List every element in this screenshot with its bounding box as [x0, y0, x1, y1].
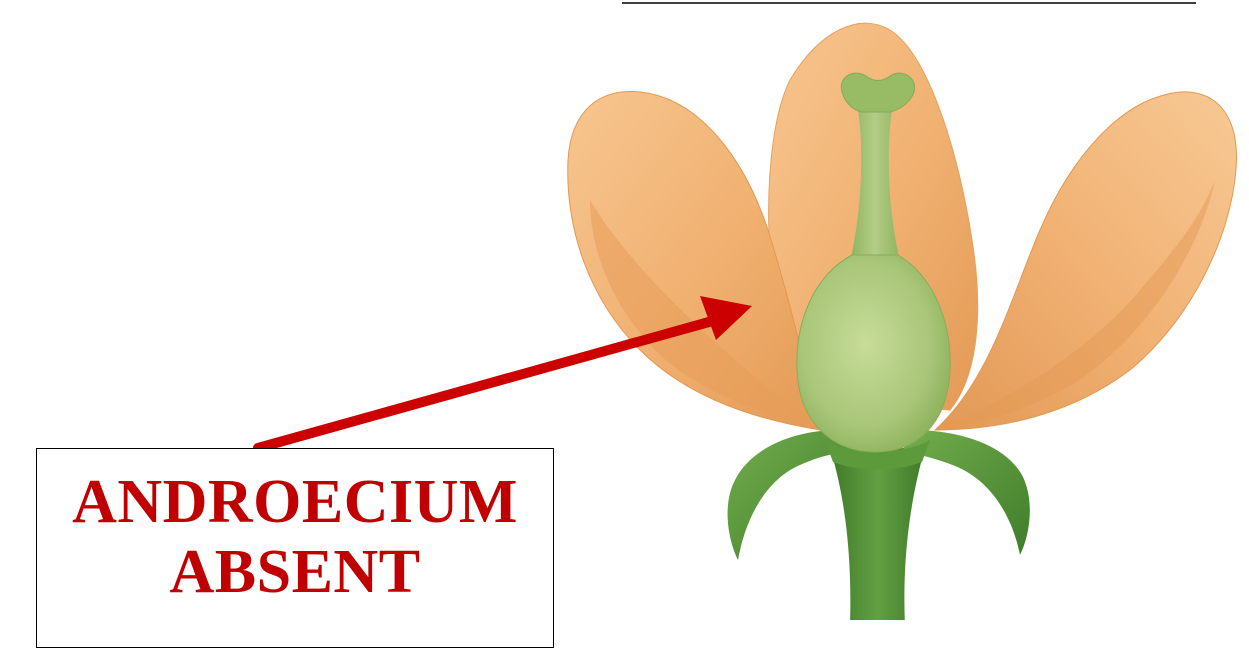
petal-right	[935, 92, 1237, 430]
pistil-ovary	[797, 255, 950, 452]
label-line-2: ABSENT	[37, 537, 553, 607]
stem	[830, 448, 925, 620]
callout-box: ANDROECIUM ABSENT	[36, 448, 554, 648]
arrow-shaft	[258, 320, 716, 448]
label-line-1: ANDROECIUM	[37, 467, 553, 537]
